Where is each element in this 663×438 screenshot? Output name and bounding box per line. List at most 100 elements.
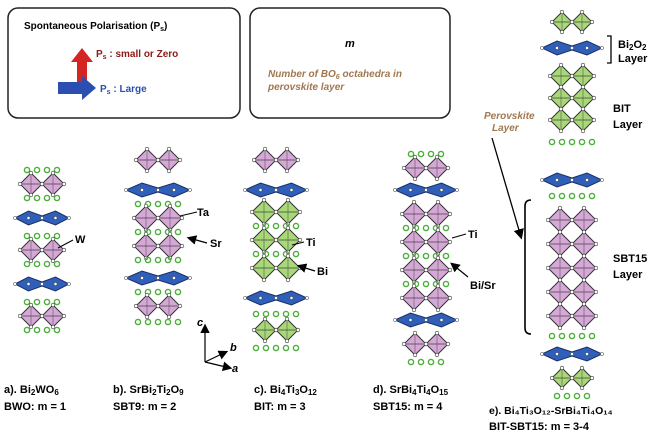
- a-site-atom: [154, 288, 162, 296]
- oxygen-atom: [547, 73, 553, 79]
- oxygen-atom: [262, 316, 268, 322]
- a-site-atom: [134, 318, 142, 326]
- oxygen-atom: [569, 117, 575, 123]
- a-site-atom: [43, 298, 51, 306]
- oxygen-atom: [50, 170, 56, 176]
- oxygen-atom: [439, 318, 444, 322]
- a-site-atom: [558, 138, 566, 146]
- oxygen-atom: [581, 277, 587, 283]
- oxygen-atom: [243, 296, 247, 300]
- oxygen-atom: [133, 303, 139, 309]
- a-site-atom: [548, 192, 556, 200]
- oxygen-atom: [434, 330, 440, 336]
- a-site-atom: [563, 392, 571, 400]
- oxygen-atom: [445, 341, 451, 347]
- panel-d-atom-bisr-label: Bi/Sr: [470, 280, 496, 292]
- oxygen-atom: [177, 303, 183, 309]
- a-site-atom: [568, 192, 576, 200]
- oxygen-atom: [17, 247, 23, 253]
- oxygen-atom: [559, 365, 565, 371]
- oxygen-atom: [262, 146, 268, 152]
- oxygen-atom: [408, 188, 413, 192]
- oxygen-atom: [569, 19, 575, 25]
- oxygen-atom: [53, 282, 58, 286]
- a-site-atom: [134, 256, 142, 264]
- oxygen-atom: [411, 255, 417, 261]
- oxygen-atom: [600, 46, 604, 50]
- oxygen-atom: [285, 277, 291, 283]
- oxygen-atom: [249, 209, 255, 215]
- oxygen-atom: [156, 276, 160, 280]
- oxygen-atom: [167, 203, 173, 209]
- a-site-atom: [588, 192, 596, 200]
- oxygen-atom: [273, 265, 279, 271]
- a-site-atom: [174, 200, 182, 208]
- oxygen-atom: [423, 295, 429, 301]
- oxygen-atom: [28, 302, 34, 308]
- oxygen-atom: [569, 289, 575, 295]
- oxygen-atom: [284, 168, 290, 174]
- a-site-atom: [422, 224, 430, 232]
- a-site-atom: [262, 344, 270, 352]
- a-site-atom: [174, 228, 182, 236]
- panel-a-atom-label: W: [75, 234, 86, 246]
- oxygen-atom: [585, 46, 589, 50]
- oxygen-atom: [131, 243, 137, 249]
- oxygen-atom: [262, 338, 268, 344]
- oxygen-atom: [557, 205, 563, 211]
- oxygen-atom: [411, 307, 417, 313]
- a-site-atom: [23, 232, 31, 240]
- oxygen-atom: [549, 19, 555, 25]
- oxygen-atom: [581, 229, 587, 235]
- oxygen-atom: [399, 239, 405, 245]
- a-site-atom: [558, 192, 566, 200]
- oxygen-atom: [285, 197, 291, 203]
- a-site-atom: [402, 280, 410, 288]
- oxygen-atom: [285, 253, 291, 259]
- oxygen-atom: [133, 157, 139, 163]
- oxygen-atom: [251, 327, 257, 333]
- a-site-atom: [53, 326, 61, 334]
- a-site-atom: [437, 358, 445, 366]
- a-site-atom: [553, 392, 561, 400]
- oxygen-atom: [435, 283, 441, 289]
- a-site-atom: [573, 392, 581, 400]
- panel-d-atom-ti-label: Ti: [468, 229, 478, 241]
- a-site-atom: [53, 194, 61, 202]
- a-site-atom: [442, 280, 450, 288]
- oxygen-atom: [569, 95, 575, 101]
- a-site-atom: [402, 224, 410, 232]
- oxygen-atom: [423, 239, 429, 245]
- oxygen-atom: [411, 199, 417, 205]
- oxygen-atom: [435, 307, 441, 313]
- caption-d-line2: SBT15: m = 4: [373, 401, 443, 413]
- oxygen-atom: [50, 324, 56, 330]
- oxygen-atom: [399, 211, 405, 217]
- oxygen-atom: [273, 157, 279, 163]
- a-site-atom: [174, 288, 182, 296]
- oxygen-atom: [557, 277, 563, 283]
- oxygen-atom: [243, 188, 247, 192]
- a-site-atom: [427, 358, 435, 366]
- oxygen-atom: [545, 217, 551, 223]
- a-site-atom: [588, 138, 596, 146]
- axis-c-label: c: [197, 317, 203, 329]
- oxygen-atom: [545, 241, 551, 247]
- oxygen-atom: [156, 188, 160, 192]
- oxygen-atom: [305, 296, 309, 300]
- oxygen-atom: [39, 181, 45, 187]
- small-polarisation-arrow-icon: [71, 48, 93, 82]
- bit-layer-label-line1: BIT: [613, 103, 631, 115]
- oxygen-atom: [261, 253, 267, 259]
- panel-b-atom-ta-label: Ta: [197, 207, 210, 219]
- oxygen-atom: [284, 146, 290, 152]
- oxygen-atom: [143, 203, 149, 209]
- sbt15-bracket: [524, 199, 532, 335]
- oxygen-atom: [284, 338, 290, 344]
- oxygen-atom: [557, 229, 563, 235]
- oxygen-atom: [555, 46, 559, 50]
- a-site-atom: [272, 222, 280, 230]
- m-description-line1: Number of BO6 octahedra in: [268, 69, 402, 81]
- oxygen-atom: [581, 253, 587, 259]
- oxygen-atom: [401, 341, 407, 347]
